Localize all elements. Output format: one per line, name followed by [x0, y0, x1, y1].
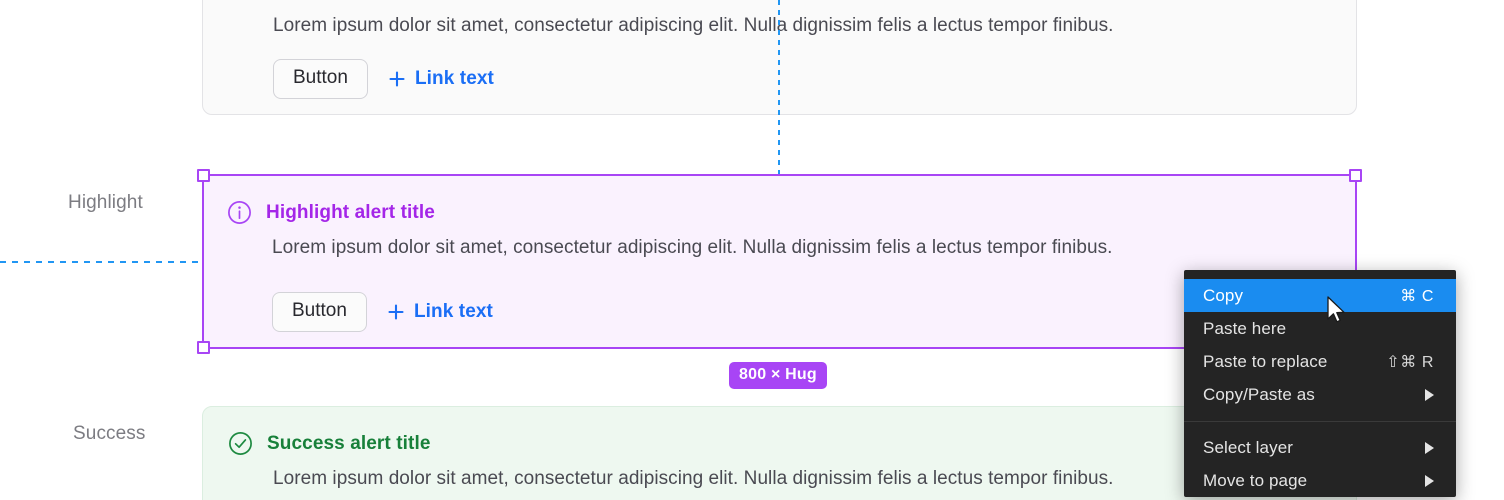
alert-highlight-title: Highlight alert title — [266, 201, 435, 223]
alert-highlight-link[interactable]: Link text — [387, 301, 493, 323]
menu-item-copy-paste-as[interactable]: Copy/Paste as — [1184, 378, 1456, 411]
menu-item-paste-to-replace[interactable]: Paste to replace ⇧⌘ R — [1184, 345, 1456, 378]
alert-highlight[interactable]: Highlight alert title Lorem ipsum dolor … — [202, 174, 1357, 349]
menu-item-label: Copy — [1203, 285, 1244, 305]
menu-item-shortcut: ⇧⌘ R — [1386, 353, 1434, 371]
alert-neutral-body: Lorem ipsum dolor sit amet, consectetur … — [273, 15, 1114, 36]
alert-highlight-body: Lorem ipsum dolor sit amet, consectetur … — [272, 237, 1113, 258]
menu-item-label: Paste to replace — [1203, 351, 1328, 371]
menu-item-shortcut: ⌘ C — [1400, 287, 1434, 305]
alert-success-body: Lorem ipsum dolor sit amet, consectetur … — [273, 468, 1114, 489]
size-badge: 800 × Hug — [729, 362, 827, 389]
check-circle-icon — [229, 432, 252, 455]
row-label-success: Success — [73, 423, 146, 444]
chevron-right-icon — [1425, 441, 1434, 454]
menu-item-label: Select layer — [1203, 437, 1294, 457]
chevron-right-icon — [1425, 388, 1434, 401]
menu-item-copy[interactable]: Copy ⌘ C — [1184, 279, 1456, 312]
alert-highlight-link-label: Link text — [413, 300, 493, 322]
plus-icon — [388, 304, 404, 320]
alert-success-title: Success alert title — [267, 432, 431, 454]
alert-neutral-link[interactable]: Link text — [388, 68, 494, 90]
alert-success[interactable]: Success alert title Lorem ipsum dolor si… — [202, 406, 1357, 500]
info-circle-icon — [228, 201, 251, 224]
menu-item-label: Move to page — [1203, 470, 1308, 490]
menu-item-label: Copy/Paste as — [1203, 384, 1315, 404]
row-label-highlight: Highlight — [68, 192, 143, 213]
guide-horizontal — [0, 261, 201, 263]
menu-item-paste-here[interactable]: Paste here — [1184, 312, 1456, 345]
alert-neutral-button[interactable]: Button — [273, 59, 368, 99]
menu-item-select-layer[interactable]: Select layer — [1184, 431, 1456, 464]
guide-vertical — [778, 0, 780, 174]
plus-icon — [389, 71, 405, 87]
alert-neutral-link-label: Link text — [414, 67, 494, 89]
menu-item-move-to-page[interactable]: Move to page — [1184, 464, 1456, 497]
menu-item-label: Paste here — [1203, 318, 1287, 338]
alert-highlight-button[interactable]: Button — [272, 292, 367, 332]
menu-separator — [1184, 421, 1456, 422]
chevron-right-icon — [1425, 474, 1434, 487]
